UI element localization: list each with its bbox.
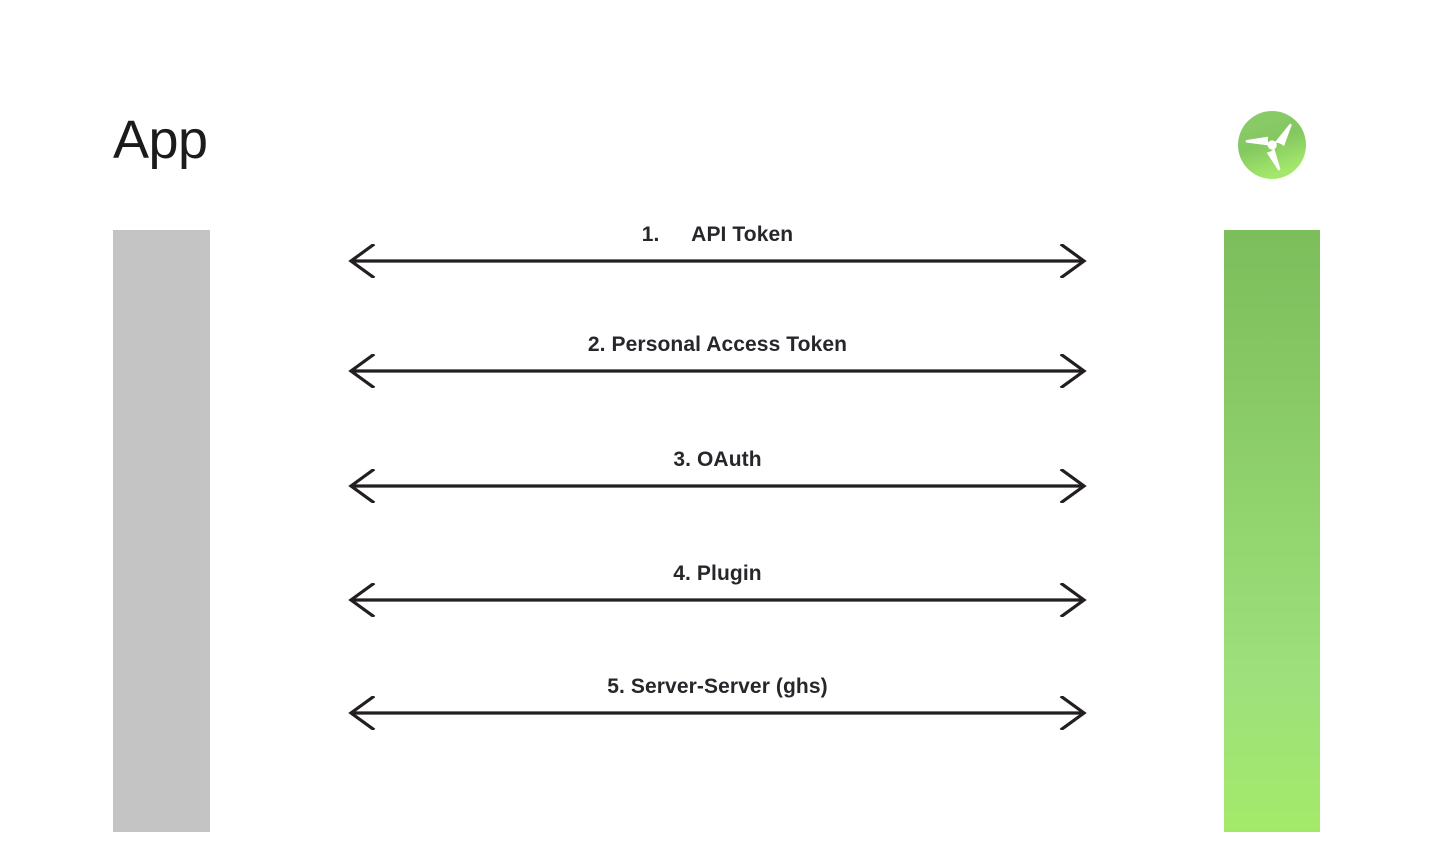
lifeline-bar-service bbox=[1224, 230, 1320, 832]
bidirectional-arrow-icon bbox=[345, 583, 1090, 617]
bidirectional-arrow-icon bbox=[345, 696, 1090, 730]
propeller-icon bbox=[1236, 109, 1308, 181]
lifeline-bar-app bbox=[113, 230, 210, 832]
bidirectional-arrow-icon bbox=[345, 244, 1090, 278]
message-label: 3. OAuth bbox=[673, 448, 762, 471]
message-label: 4. Plugin bbox=[673, 562, 762, 585]
message-label: 2. Personal Access Token bbox=[587, 333, 848, 356]
message-label: 5. Server-Server (ghs) bbox=[607, 675, 828, 698]
message-label: 1. API Token bbox=[641, 223, 794, 246]
page-title: App bbox=[113, 110, 208, 170]
bidirectional-arrow-icon bbox=[345, 469, 1090, 503]
bidirectional-arrow-icon bbox=[345, 354, 1090, 388]
